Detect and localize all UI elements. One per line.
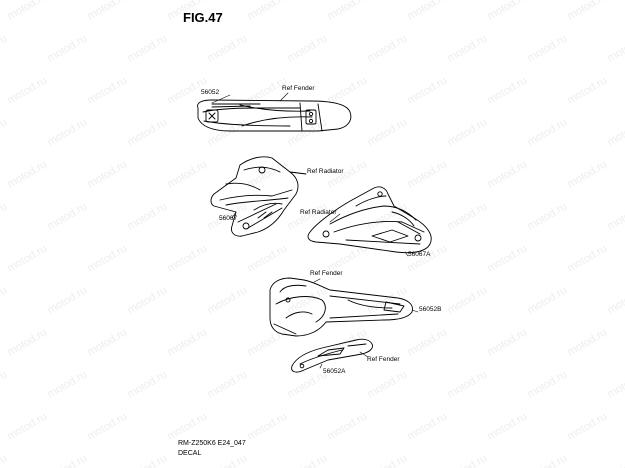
radiator-shroud-right-decal — [307, 186, 432, 254]
footer-code: RM-Z250K6 E24_047 — [178, 440, 246, 447]
rear-fender-decal — [269, 277, 413, 337]
brand-logo-icon — [205, 109, 219, 123]
callout-side-fender-ref: Ref Fender — [367, 356, 400, 363]
callout-front-fender-ref: Ref Fender — [282, 85, 315, 92]
side-fender-decal — [291, 338, 373, 373]
callout-side-fender-part: 56052A — [323, 368, 346, 375]
footer-caption: DECAL — [178, 450, 202, 457]
callout-radiator-right-ref: Ref Radiator — [300, 209, 337, 216]
watermark-text: motod.ru — [0, 452, 9, 468]
callout-rear-fender-part: 56052B — [419, 306, 442, 313]
callout-radiator-right-part: 56067A — [408, 251, 431, 258]
callout-rear-fender-ref: Ref Fender — [310, 270, 343, 277]
callout-radiator-left-ref: Ref Radiator — [307, 168, 344, 175]
callout-radiator-left-part: 56067 — [219, 215, 238, 222]
callout-front-fender-part: 56052 — [201, 89, 220, 96]
front-fender-decal — [197, 99, 352, 132]
figure-title: FIG.47 — [183, 10, 223, 25]
radiator-shroud-left-decal — [210, 156, 307, 237]
